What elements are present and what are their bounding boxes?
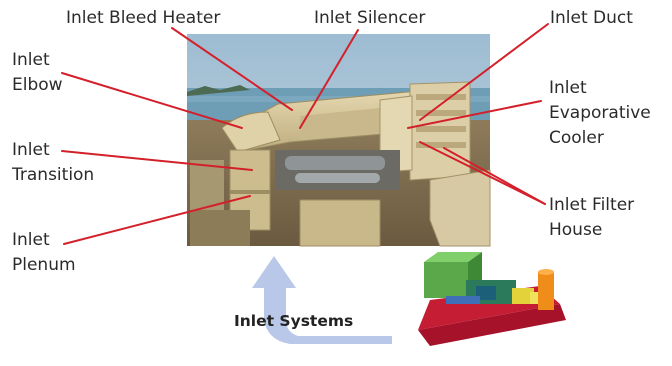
label-inlet-evaporative-cooler-line1: Inlet xyxy=(549,78,587,98)
label-inlet-evaporative-cooler-line2: Evaporative xyxy=(549,103,651,123)
leader-line-silencer xyxy=(299,29,359,129)
leader-line-evaporative-cooler xyxy=(407,100,542,129)
caption-inlet-systems: Inlet Systems xyxy=(234,312,354,330)
label-inlet-elbow-line1: Inlet xyxy=(12,50,50,70)
leader-line-bleed-heater xyxy=(171,27,293,111)
label-inlet-elbow-line2: Elbow xyxy=(12,75,63,95)
leader-line-filter-house-2 xyxy=(443,147,546,205)
label-inlet-silencer: Inlet Silencer xyxy=(314,6,425,31)
label-inlet-elbow: Inlet Elbow xyxy=(12,48,63,98)
leader-line-duct xyxy=(419,23,549,121)
leader-line-elbow xyxy=(61,72,243,129)
leader-line-plenum xyxy=(63,195,251,245)
label-inlet-transition-line1: Inlet xyxy=(12,140,50,160)
label-inlet-filter-house-line2: House xyxy=(549,220,603,240)
label-inlet-transition: Inlet Transition xyxy=(12,138,94,188)
label-inlet-bleed-heater-text: Inlet Bleed Heater xyxy=(66,8,221,28)
label-inlet-plenum: Inlet Plenum xyxy=(12,228,76,278)
label-inlet-evaporative-cooler-line3: Cooler xyxy=(549,128,604,148)
label-inlet-duct-text: Inlet Duct xyxy=(550,8,633,28)
label-inlet-silencer-text: Inlet Silencer xyxy=(314,8,426,28)
label-inlet-bleed-heater: Inlet Bleed Heater xyxy=(66,6,220,31)
label-inlet-plenum-line1: Inlet xyxy=(12,230,50,250)
leader-line-transition xyxy=(61,150,253,171)
label-inlet-evaporative-cooler: Inlet Evaporative Cooler xyxy=(549,76,651,151)
label-inlet-plenum-line2: Plenum xyxy=(12,255,76,275)
label-inlet-filter-house-line1: Inlet Filter xyxy=(549,195,635,215)
label-inlet-filter-house: Inlet Filter House xyxy=(549,193,634,243)
label-inlet-duct: Inlet Duct xyxy=(550,6,633,31)
leader-line-filter-house-1 xyxy=(419,141,546,205)
label-inlet-transition-line2: Transition xyxy=(12,165,95,185)
